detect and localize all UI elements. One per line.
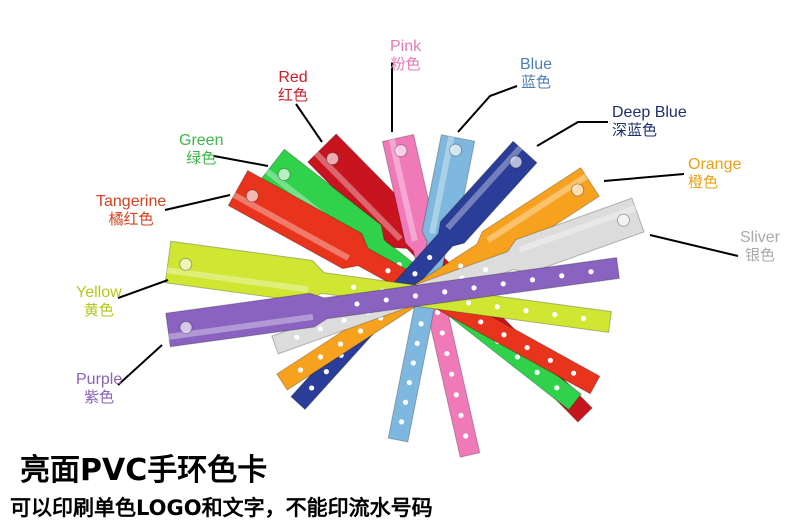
- wristband-purple: [165, 257, 620, 348]
- label-deep-blue-zh: 深蓝色: [612, 120, 658, 139]
- leader-line-blue: [457, 85, 518, 133]
- leader-line-sliver: [649, 234, 739, 257]
- leader-lines: [117, 62, 739, 386]
- leader-line-yellow: [117, 279, 169, 299]
- label-pink: Pink 粉色: [390, 38, 421, 72]
- label-yellow-zh: 黄色: [83, 300, 114, 319]
- label-orange-en: Orange: [688, 156, 742, 173]
- label-deep-blue-en: Deep Blue: [612, 104, 687, 121]
- label-red-en: Red: [278, 69, 308, 86]
- label-pink-en: Pink: [390, 38, 422, 55]
- leader-line-tangerine: [164, 194, 231, 211]
- label-sliver: Sliver 银色: [740, 229, 780, 263]
- label-green: Green 绿色: [179, 132, 223, 166]
- leader-line-deep-blue: [536, 121, 608, 147]
- label-green-zh: 绿色: [186, 148, 217, 167]
- label-sliver-en: Sliver: [740, 229, 781, 246]
- label-tangerine: Tangerine 橘红色: [96, 193, 166, 227]
- wristband-group: [164, 133, 645, 458]
- label-tangerine-en: Tangerine: [96, 193, 167, 210]
- label-tangerine-zh: 橘红色: [108, 209, 154, 228]
- label-purple-zh: 紫色: [84, 387, 115, 406]
- leader-line-orange: [603, 173, 685, 182]
- label-purple: Purple 紫色: [76, 371, 122, 405]
- label-yellow-en: Yellow: [76, 284, 122, 301]
- label-deep-blue: Deep Blue 深蓝色: [612, 104, 687, 138]
- label-blue: Blue 蓝色: [520, 56, 552, 90]
- page-title: 亮面PVC手环色卡: [20, 453, 268, 488]
- label-yellow: Yellow 黄色: [76, 284, 122, 318]
- label-pink-zh: 粉色: [390, 54, 421, 73]
- label-red-zh: 红色: [278, 85, 309, 104]
- label-sliver-zh: 银色: [745, 245, 776, 264]
- leader-line-red: [295, 103, 323, 143]
- label-green-en: Green: [179, 132, 224, 149]
- label-purple-en: Purple: [76, 371, 123, 388]
- label-blue-zh: 蓝色: [521, 72, 552, 91]
- page-subtitle: 可以印刷单色LOGO和文字，不能印流水号码: [10, 496, 433, 520]
- label-red: Red 红色: [278, 69, 308, 103]
- leader-line-purple: [117, 344, 163, 386]
- leader-line-green: [213, 155, 269, 167]
- label-orange: Orange 橙色: [688, 156, 741, 190]
- label-orange-zh: 橙色: [688, 172, 719, 191]
- label-blue-en: Blue: [520, 56, 553, 73]
